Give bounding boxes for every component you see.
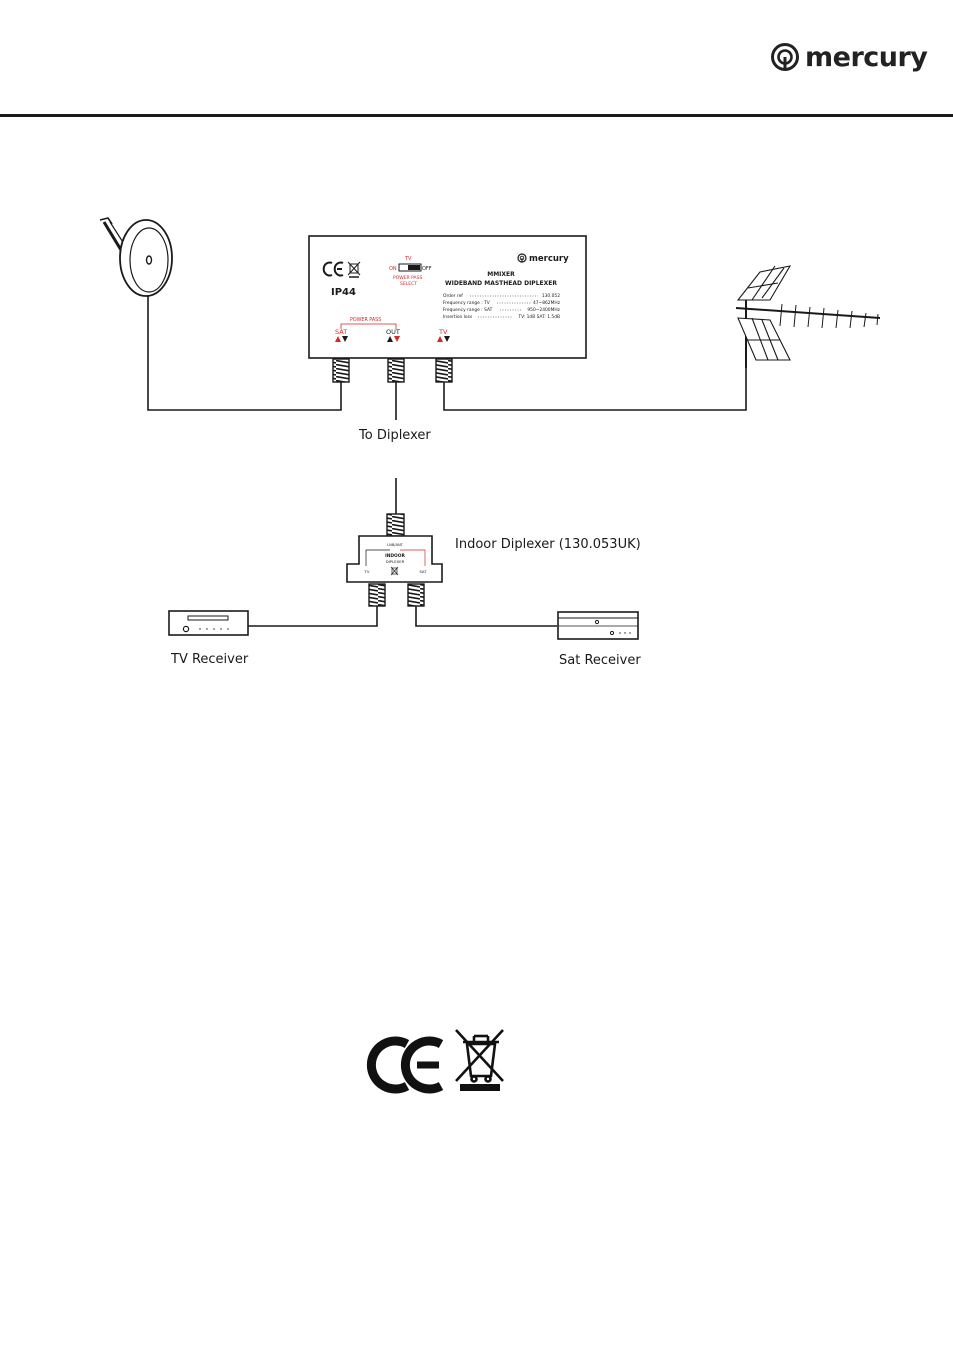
unit-brand: mercury xyxy=(529,254,569,264)
spec-freq-sat-label: Frequency range : SAT xyxy=(443,307,493,313)
power-pass-switch-knob xyxy=(408,265,420,270)
cable-indoor-to-sat-receiver xyxy=(415,606,557,627)
indoor-top-port-label: LNB/ANT xyxy=(387,543,404,547)
spec-order-ref-label: Order ref xyxy=(443,293,463,299)
indoor-right-port-label: SAT xyxy=(419,569,427,574)
spec-freq-sat-value: 950~2400MHz xyxy=(527,307,560,313)
ce-mark-icon xyxy=(322,261,344,277)
indoor-weee-icon xyxy=(390,566,399,576)
unit-model: MMIXER xyxy=(487,271,515,278)
indoor-diplexer-label: Indoor Diplexer (130.053UK) xyxy=(455,537,641,552)
spec-freq-tv-value: 47~862MHz xyxy=(533,300,561,306)
weee-bin-large-icon xyxy=(455,1029,504,1091)
masthead-diplexer: IP44 TV ON OFF POWER PASS SELECT mercury… xyxy=(308,235,587,383)
indoor-f-connector-sat xyxy=(407,583,425,607)
sat-receiver-label: Sat Receiver xyxy=(559,653,641,668)
weee-bin-icon xyxy=(347,261,361,278)
indoor-model-line2: DIPLEXER xyxy=(386,559,405,564)
cable-dish-to-sat xyxy=(147,295,342,411)
cable-indoor-to-tv-receiver xyxy=(248,606,378,627)
power-pass-select-line1: POWER PASS xyxy=(393,275,422,281)
power-pass-bracket xyxy=(340,323,397,329)
spec-insertion-label: Insertion loss xyxy=(443,314,473,320)
antenna-icon xyxy=(735,265,881,368)
to-diplexer-label: To Diplexer xyxy=(358,428,431,443)
sat-receiver-icon xyxy=(557,611,639,640)
ip-rating: IP44 xyxy=(331,287,356,298)
spec-table: Order ref 130.052 Frequency range : TV 4… xyxy=(443,293,561,320)
unit-product-name: WIDEBAND MASTHEAD DIPLEXER xyxy=(445,280,557,287)
indoor-f-connector-tv xyxy=(368,583,386,607)
switch-off-label: OFF xyxy=(422,266,432,272)
brand-logo: mercury xyxy=(770,40,928,74)
indoor-left-port-label: TV xyxy=(364,569,370,574)
f-connector-tv xyxy=(435,358,453,383)
indoor-f-connector-top xyxy=(386,513,405,537)
page-header: mercury xyxy=(0,0,953,118)
ce-mark-large-icon xyxy=(366,1036,444,1094)
brand-name: mercury xyxy=(805,41,928,73)
spec-freq-tv-label: Frequency range : TV xyxy=(443,300,490,306)
spec-insertion-value: TV: 1dB SAT: 1.5dB xyxy=(517,314,560,320)
cables xyxy=(147,295,747,627)
tv-receiver-label: TV Receiver xyxy=(170,652,249,667)
power-pass-label: POWER PASS xyxy=(350,317,381,323)
unit-mercury-logo-icon xyxy=(517,253,527,263)
switch-tv-label: TV xyxy=(404,256,412,262)
port-out-label: OUT xyxy=(386,328,400,336)
satellite-dish-icon xyxy=(99,217,173,297)
indoor-model-line1: INDOOR xyxy=(385,553,405,559)
f-connector-sat xyxy=(332,358,350,383)
f-connector-out xyxy=(387,358,405,383)
power-pass-select-line2: SELECT xyxy=(400,281,417,287)
indoor-diplexer: LNB/ANT INDOOR DIPLEXER TV SAT xyxy=(346,513,443,607)
port-sat-label: SAT xyxy=(335,328,347,336)
spec-order-ref-value: 130.052 xyxy=(542,293,560,299)
tv-receiver-icon xyxy=(168,610,249,636)
port-tv-label: TV xyxy=(438,328,448,336)
switch-on-label: ON xyxy=(389,266,397,272)
cable-antenna-to-tv xyxy=(443,368,747,411)
signal-arrows-icon xyxy=(335,336,450,342)
mercury-logo-icon xyxy=(771,43,799,71)
header-rule xyxy=(0,114,953,117)
